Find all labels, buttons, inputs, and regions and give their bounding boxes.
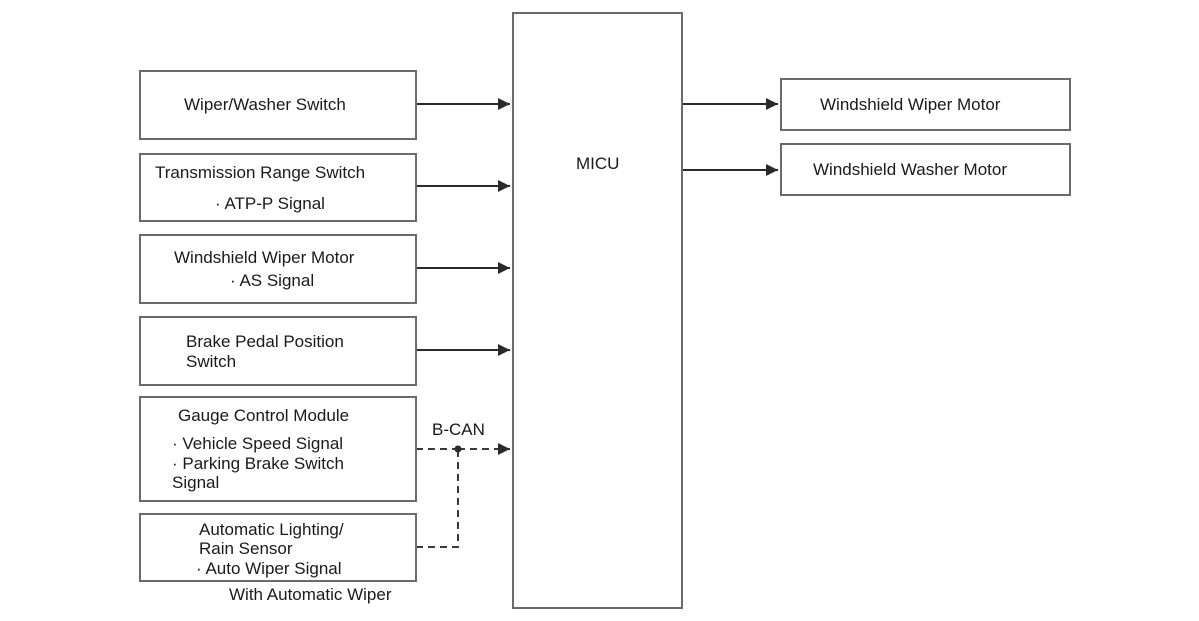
micu-label: MICU [576, 154, 620, 173]
brake-pedal-line1: Brake Pedal Position [186, 332, 344, 351]
windshield-wiper-motor-output-label: Windshield Wiper Motor [820, 95, 1001, 114]
bus-junction-dot [454, 445, 462, 453]
micu-box: MICU [512, 12, 683, 609]
transmission-range-switch-box: Transmission Range Switch · ATP-P Signal [139, 153, 417, 222]
automatic-wiper-note: With Automatic Wiper [229, 585, 392, 604]
rain-sensor-line2: Rain Sensor [199, 539, 293, 558]
bus-line-rain-sensor [416, 449, 459, 548]
windshield-washer-motor-output-box: Windshield Washer Motor [780, 143, 1071, 196]
auto-wiper-signal-label: · Auto Wiper Signal [196, 559, 342, 578]
b-can-label: B-CAN [432, 420, 485, 439]
gauge-control-module-box: Gauge Control Module · Vehicle Speed Sig… [139, 396, 417, 502]
brake-pedal-position-switch-box: Brake Pedal Position Switch [139, 316, 417, 386]
atp-p-signal-label: · ATP-P Signal [215, 194, 325, 213]
parking-brake-signal-line2: Signal [172, 473, 220, 492]
windshield-washer-motor-output-label: Windshield Washer Motor [813, 160, 1007, 179]
brake-pedal-line2: Switch [186, 352, 237, 371]
gauge-control-module-title: Gauge Control Module [178, 406, 350, 425]
as-signal-label: · AS Signal [230, 271, 315, 290]
wiper-washer-switch-label: Wiper/Washer Switch [184, 95, 346, 114]
vehicle-speed-signal-label: · Vehicle Speed Signal [172, 434, 344, 453]
rain-sensor-line1: Automatic Lighting/ [199, 520, 344, 539]
rain-sensor-box: Automatic Lighting/ Rain Sensor · Auto W… [139, 513, 417, 582]
wiper-motor-as-title: Windshield Wiper Motor [174, 248, 355, 267]
transmission-range-switch-label: Transmission Range Switch [155, 163, 366, 182]
parking-brake-signal-line1: · Parking Brake Switch [172, 454, 344, 473]
windshield-wiper-motor-output-box: Windshield Wiper Motor [780, 78, 1071, 131]
wiper-motor-as-box: Windshield Wiper Motor · AS Signal [139, 234, 417, 304]
wiper-washer-switch-box: Wiper/Washer Switch [139, 70, 417, 140]
